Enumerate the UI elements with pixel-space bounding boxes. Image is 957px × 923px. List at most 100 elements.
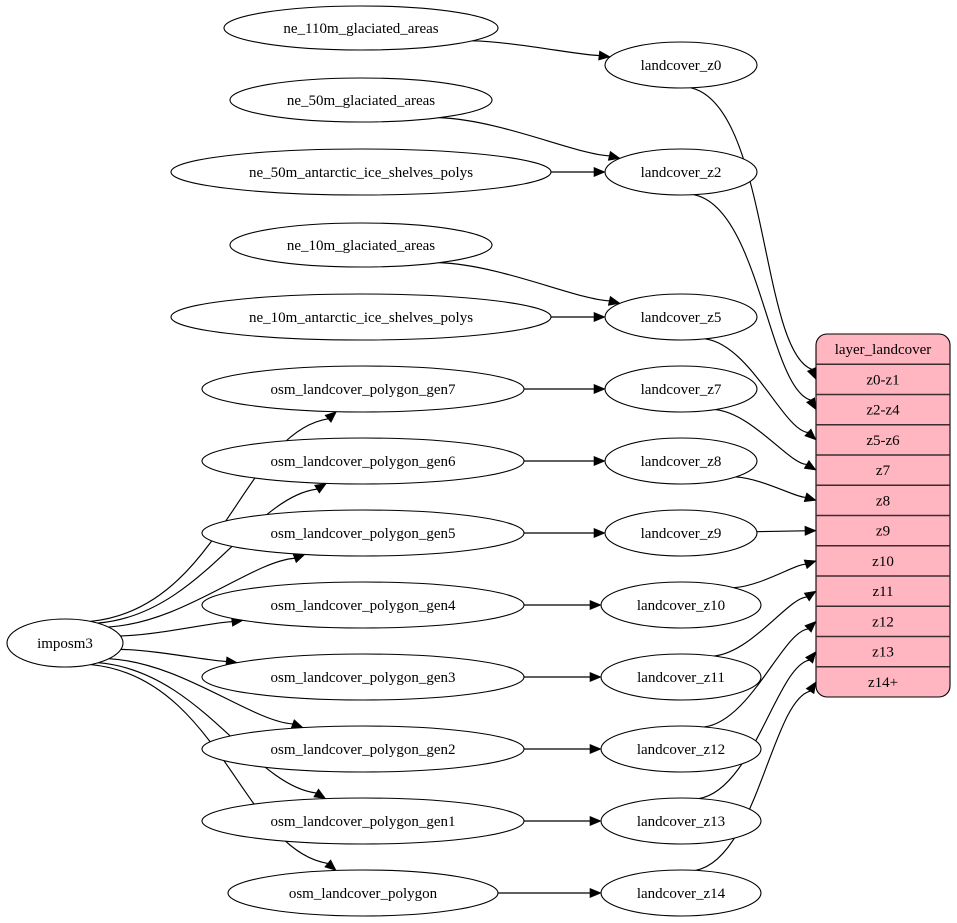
node-label: imposm3 [37,636,93,652]
arrowhead-icon [314,482,327,494]
layer-node-landcover_z11[interactable]: landcover_z11 [600,653,762,701]
arrowhead-icon [324,859,337,871]
source-node-ne_50m_antarctic_ice_shelves_polys[interactable]: ne_50m_antarctic_ice_shelves_polys [170,148,552,196]
arrowhead-icon [593,455,606,467]
root-node-imposm3[interactable]: imposm3 [6,618,124,668]
node-shape [600,797,762,845]
layer-node-landcover_z2[interactable]: landcover_z2 [604,148,758,196]
layer-node-landcover_z14[interactable]: landcover_z14 [600,869,762,917]
source-node-osm_landcover_polygon_gen1[interactable]: osm_landcover_polygon_gen1 [201,797,525,845]
layer-node-landcover_z9[interactable]: landcover_z9 [604,509,758,557]
node-shape [201,437,525,485]
arrowhead-icon [593,166,606,178]
layer-node-landcover_z0[interactable]: landcover_z0 [604,41,758,89]
arrowhead-icon [589,743,602,755]
node-shape [604,509,758,557]
arrowhead-icon [803,559,817,570]
source-node-osm_landcover_polygon_gen5[interactable]: osm_landcover_polygon_gen5 [201,509,525,557]
layer-node-landcover_z5[interactable]: landcover_z5 [604,293,758,341]
arrowhead-icon [803,590,817,602]
record-row-z5-z6[interactable]: z5-z6 [866,433,900,449]
node-label: osm_landcover_polygon_gen4 [271,598,456,614]
layer-node-landcover_z7[interactable]: landcover_z7 [604,365,758,413]
edge-landcover_z13-to-layer_landcover:z13 [698,659,810,800]
arrowhead-icon [803,459,817,471]
arrowhead-icon [313,788,327,800]
node-label: osm_landcover_polygon_gen7 [271,382,456,398]
record-row-z0-z1[interactable]: z0-z1 [866,372,899,388]
record-row-z2-z4[interactable]: z2-z4 [866,403,900,419]
arrowhead-icon [805,681,817,695]
node-shape [201,653,525,701]
edge-landcover_z11-to-layer_landcover:z11 [713,596,807,657]
source-node-ne_10m_antarctic_ice_shelves_polys[interactable]: ne_10m_antarctic_ice_shelves_polys [170,293,552,341]
node-shape [201,365,525,413]
node-label: ne_110m_glaciated_areas [283,21,438,37]
source-node-ne_50m_glaciated_areas[interactable]: ne_50m_glaciated_areas [229,77,493,123]
node-label: landcover_z5 [641,310,722,326]
record-row-z9[interactable]: z9 [876,524,890,540]
layer-node-landcover_z8[interactable]: landcover_z8 [604,437,758,485]
record-node-layer-landcover[interactable]: layer_landcover z0-z1 z2-z4 z5-z6 z7 z8 z9 z10 z… [815,333,951,698]
edge-landcover_z0-to-layer_landcover:z0-z1 [690,87,812,370]
node-label: landcover_z9 [641,526,722,542]
node-label: landcover_z0 [641,58,722,74]
arrowhead-icon [593,383,606,395]
record-header-label: layer_landcover [835,342,932,358]
record-row-z8[interactable]: z8 [876,493,890,509]
edge-imposm3-to-osm_landcover_polygon_gen4 [120,621,232,637]
record-row-z11[interactable]: z11 [872,584,893,600]
node-label: ne_50m_glaciated_areas [287,93,435,109]
node-label: landcover_z12 [637,742,725,758]
record-row-z13[interactable]: z13 [872,645,894,661]
edge-landcover_z8-to-layer_landcover:z8 [735,476,806,498]
source-node-osm_landcover_polygon_gen2[interactable]: osm_landcover_polygon_gen2 [201,725,525,773]
layer-node-landcover_z12[interactable]: landcover_z12 [600,725,762,773]
arrowhead-icon [607,150,621,161]
edge-landcover_z12-to-layer_landcover:z12 [704,628,809,728]
arrowhead-icon [806,397,817,411]
record-row-z14+[interactable]: z14+ [868,675,898,691]
edge-ne_50m_glaciated_areas-to-landcover_z2 [439,117,610,157]
record-row-z7[interactable]: z7 [876,463,891,479]
arrowhead-icon [589,815,602,827]
source-node-osm_landcover_polygon_gen6[interactable]: osm_landcover_polygon_gen6 [201,437,525,485]
source-node-osm_landcover_polygon_gen3[interactable]: osm_landcover_polygon_gen3 [201,653,525,701]
node-label: landcover_z13 [637,814,725,830]
arrowhead-icon [804,620,817,633]
record-row-z10[interactable]: z10 [872,554,894,570]
edge-imposm3-to-osm_landcover_polygon_gen6 [97,488,318,624]
node-label: osm_landcover_polygon_gen5 [271,526,456,542]
node-shape [600,653,762,701]
record-row-z12[interactable]: z12 [872,614,894,630]
source-node-ne_10m_glaciated_areas[interactable]: ne_10m_glaciated_areas [229,222,493,268]
node-label: landcover_z2 [641,165,722,181]
edge-imposm3-to-osm_landcover_polygon [90,663,328,864]
node-shape [604,293,758,341]
node-label: landcover_z11 [637,670,725,686]
source-node-osm_landcover_polygon_gen7[interactable]: osm_landcover_polygon_gen7 [201,365,525,413]
node-shape [201,797,525,845]
arrowhead-icon [803,492,817,503]
edge-imposm3-to-osm_landcover_polygon_gen2 [108,658,293,725]
source-node-ne_110m_glaciated_areas[interactable]: ne_110m_glaciated_areas [223,5,499,51]
node-label: osm_landcover_polygon_gen1 [271,814,456,830]
node-label: landcover_z7 [641,382,722,398]
arrowhead-icon [593,311,606,323]
node-shape [227,869,499,917]
node-shape [201,509,525,557]
edge-landcover_z2-to-layer_landcover:z2-z4 [693,194,811,401]
layer-node-landcover_z10[interactable]: landcover_z10 [600,581,762,629]
node-shape [201,725,525,773]
node-shape [600,869,762,917]
edge-ne_110m_glaciated_areas-to-landcover_z0 [472,40,600,57]
source-node-osm_landcover_polygon[interactable]: osm_landcover_polygon [227,869,499,917]
source-node-osm_landcover_polygon_gen4[interactable]: osm_landcover_polygon_gen4 [201,581,525,629]
node-label: osm_landcover_polygon_gen6 [271,454,456,470]
node-shape [201,581,525,629]
node-label: ne_10m_glaciated_areas [287,238,435,254]
layer-node-landcover_z13[interactable]: landcover_z13 [600,797,762,845]
arrowhead-icon [324,411,337,423]
edge-ne_10m_glaciated_areas-to-landcover_z5 [439,262,610,302]
